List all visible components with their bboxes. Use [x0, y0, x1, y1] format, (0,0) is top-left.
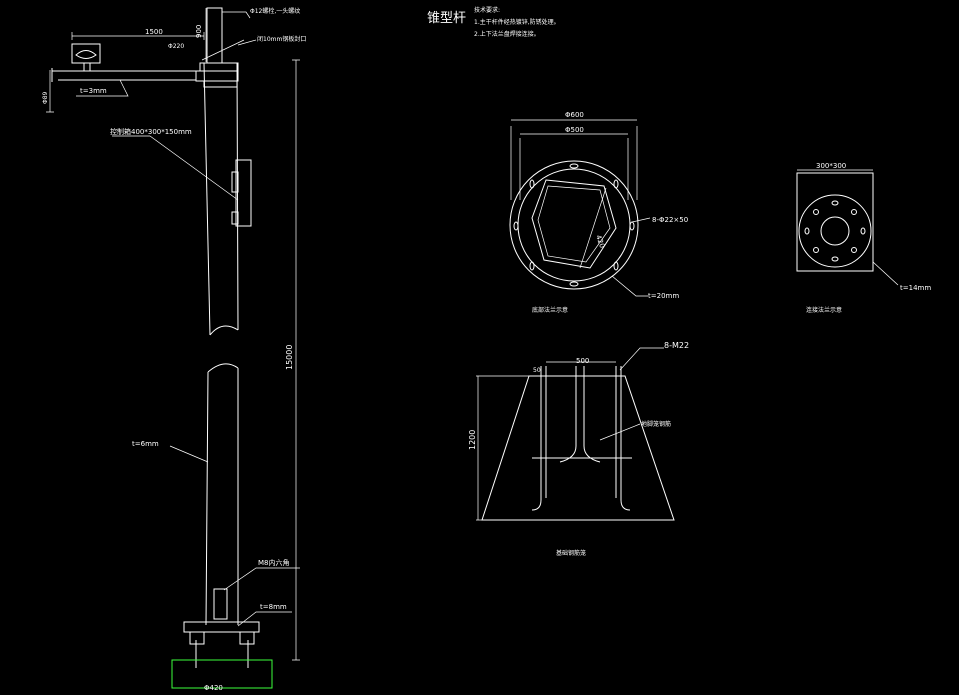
bottom-flange-caption: 底部法兰示意 — [532, 306, 568, 314]
control-box-label: 控制箱400*300*150mm — [110, 127, 192, 136]
arm-dia-small-label: Φ89 — [42, 91, 49, 104]
foundation-caption: 基础钢筋笼 — [556, 549, 586, 557]
base-plate-label: t=8mm — [260, 603, 287, 611]
notes-heading: 技术要求: — [474, 6, 500, 14]
joint-flange-view: 300*300 t=14mm 连接法兰示意 — [796, 162, 931, 314]
flange-outer-label: Φ600 — [565, 111, 584, 119]
joint-flange-size-label: 300*300 — [816, 162, 846, 170]
wall-thickness-label: t=6mm — [132, 440, 159, 448]
foundation-height-label: 1200 — [468, 430, 477, 450]
flange-thickness-label: t=20mm — [648, 292, 679, 300]
notes-line-1: 1.主干杆件经热镀锌,防锈处理。 — [474, 18, 560, 26]
top-ring-label: 闭10mm钢板封口 — [257, 35, 306, 43]
foundation-rebar-label: 地脚笼钢筋 — [641, 420, 671, 428]
bottom-flange-view: Φ600 Φ500 420 8-Φ22×50 t=20mm 底部法兰示意 — [509, 111, 688, 314]
arm-length-label: 1500 — [145, 28, 163, 36]
base-dia-label: Φ420 — [204, 684, 223, 692]
flange-holes-label: 8-Φ22×50 — [652, 216, 688, 224]
pole-dimensions: 1500 900 15000 Φ89 Φ12螺栓,一头螺纹 Φ220 闭10mm… — [42, 7, 306, 692]
joint-flange-caption: 连接法兰示意 — [806, 306, 842, 314]
foundation-top-offset-label: 50 — [533, 367, 541, 374]
foundation-top-width-label: 500 — [576, 357, 589, 365]
top-bolt-label: Φ12螺栓,一头螺纹 — [250, 7, 300, 15]
notes-line-2: 2.上下法兰盘焊接连接。 — [474, 30, 540, 38]
total-height-label: 15000 — [285, 345, 294, 370]
top-extension-label: 900 — [195, 25, 203, 38]
joint-flange-thickness-label: t=14mm — [900, 284, 931, 292]
foundation-section: 500 50 1200 8-M22 地脚笼钢筋 基础钢筋笼 — [468, 341, 689, 557]
arm-dia-label: Φ220 — [168, 43, 184, 50]
arm-thickness-label: t=3mm — [80, 87, 107, 95]
drawing-title: 锥型杆 — [427, 11, 466, 26]
flange-inner-label: Φ500 — [565, 126, 584, 134]
pole-elevation — [51, 7, 273, 689]
foundation-bolts-label: 8-M22 — [664, 341, 689, 350]
door-label: M8内六角 — [258, 558, 290, 567]
